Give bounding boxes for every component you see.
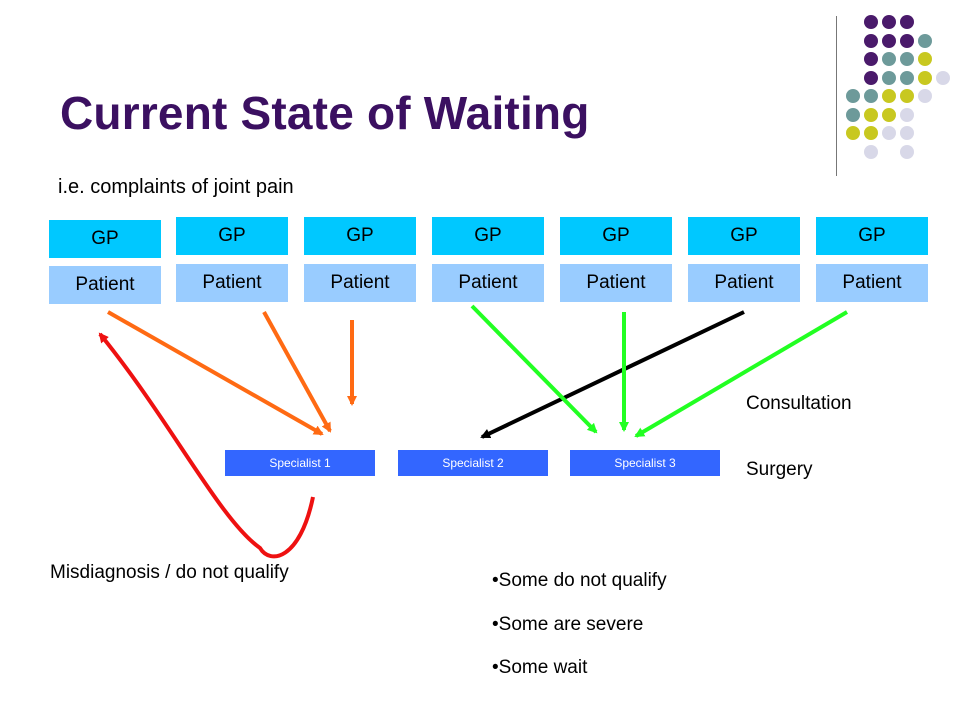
misdiagnosis-label: Misdiagnosis / do not qualify	[50, 562, 289, 583]
arrow-orange	[107, 310, 324, 436]
surgery-label: Surgery	[746, 459, 813, 480]
decorative-dot	[882, 107, 896, 122]
arrow-green	[470, 304, 598, 434]
decorative-dot	[864, 33, 878, 48]
bullet-item: •Some do not qualify	[492, 570, 667, 591]
patient-box: Patient	[176, 264, 288, 302]
specialist-1-box: Specialist 1	[225, 450, 375, 476]
specialist-2-box: Specialist 2	[398, 450, 548, 476]
divider-line	[836, 16, 837, 176]
decorative-dot	[900, 144, 914, 159]
patient-box: Patient	[688, 264, 800, 302]
decorative-dot	[864, 52, 878, 66]
decorative-dot	[918, 70, 932, 85]
arrow-green	[634, 310, 849, 438]
arrow-black	[480, 310, 745, 439]
decorative-dot	[918, 52, 932, 66]
decorative-dot	[864, 126, 878, 140]
decorative-dot	[918, 89, 932, 103]
gp-box: GP	[49, 220, 161, 258]
slide-title: Current State of Waiting	[60, 87, 590, 139]
decorative-dot	[864, 107, 878, 122]
bullet-item: •Some wait	[492, 657, 588, 678]
decorative-dot	[864, 15, 878, 29]
decorative-dot	[882, 52, 896, 66]
patient-box: Patient	[49, 266, 161, 304]
decorative-dot	[846, 107, 860, 122]
gp-box: GP	[432, 217, 544, 255]
decorative-dot	[846, 89, 860, 103]
decorative-dot	[900, 107, 914, 122]
decorative-dot	[864, 70, 878, 85]
patient-box: Patient	[816, 264, 928, 302]
subtitle: i.e. complaints of joint pain	[58, 176, 294, 198]
gp-box: GP	[816, 217, 928, 255]
arrow-orange	[262, 311, 332, 433]
decorative-dot	[882, 70, 896, 85]
decorative-dot	[882, 33, 896, 48]
decorative-dot	[900, 126, 914, 140]
decorative-dot	[918, 33, 932, 48]
decorative-dot	[882, 126, 896, 140]
gp-box: GP	[304, 217, 416, 255]
bullet-item: •Some are severe	[492, 614, 644, 635]
decorative-dot	[846, 126, 860, 140]
decorative-dot	[900, 33, 914, 48]
specialist-3-box: Specialist 3	[570, 450, 720, 476]
decorative-dot	[900, 52, 914, 66]
gp-box: GP	[176, 217, 288, 255]
patient-box: Patient	[560, 264, 672, 302]
decorative-dot	[936, 70, 950, 85]
decorative-dot	[882, 89, 896, 103]
patient-box: Patient	[432, 264, 544, 302]
consultation-label: Consultation	[746, 393, 852, 414]
patient-box: Patient	[304, 264, 416, 302]
decorative-dot	[864, 144, 878, 159]
decorative-dot	[864, 89, 878, 103]
decorative-dot	[900, 15, 914, 29]
gp-box: GP	[560, 217, 672, 255]
decorative-dot	[882, 15, 896, 29]
decorative-dot	[900, 89, 914, 103]
gp-box: GP	[688, 217, 800, 255]
arrow-red-return	[98, 332, 315, 559]
decorative-dot	[900, 70, 914, 85]
